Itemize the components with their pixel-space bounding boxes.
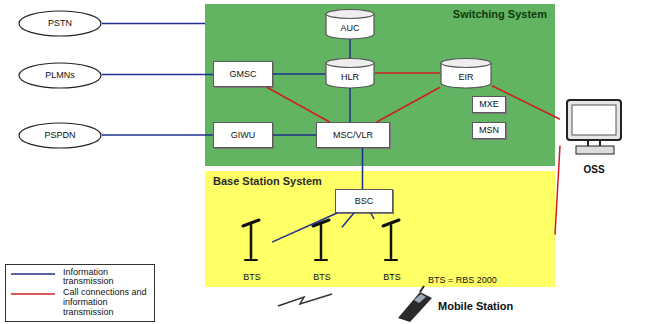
- information-line: [349, 39, 351, 58]
- node-label: HLR: [341, 72, 359, 82]
- antenna-mast: [320, 223, 323, 258]
- area-title: Base Station System: [205, 171, 555, 188]
- computer-icon: [567, 100, 621, 154]
- node-label: PSPDN: [44, 130, 75, 140]
- screen: [572, 105, 616, 135]
- legend-box: Information transmissionCall connections…: [5, 264, 155, 322]
- bts-antenna: [243, 220, 259, 260]
- information-line: [273, 134, 316, 136]
- bts-antenna: [313, 220, 329, 260]
- database-cylinder: AUC: [325, 9, 375, 39]
- controller-box: BSC: [335, 189, 393, 213]
- legend-line: [11, 294, 55, 296]
- radio-link-bolt: [278, 294, 332, 306]
- node-label: BTS: [383, 272, 401, 282]
- node-label: BTS: [243, 272, 261, 282]
- phone-aerial: [420, 286, 424, 292]
- antenna-base: [315, 259, 327, 261]
- call-connection-line: [375, 72, 440, 74]
- bts-antenna: [383, 220, 399, 260]
- legend-line-sample: [9, 289, 57, 299]
- monitor: [567, 100, 621, 140]
- information-line: [102, 23, 205, 25]
- network-ellipse: PSPDN: [18, 122, 102, 149]
- base-station-area: Base Station SystemBSC BTS BTS BTS: [205, 171, 555, 287]
- legend-row: Call connections and information transmi…: [9, 288, 151, 318]
- node-label: PSTN: [48, 18, 72, 28]
- phone-screen: [414, 294, 426, 303]
- computer-base: [576, 146, 614, 154]
- call-connection-line: [377, 87, 440, 122]
- switch-box: MSC/VLR: [316, 122, 390, 148]
- node-label: GIWU: [231, 130, 256, 140]
- service-box: MXE: [472, 96, 506, 113]
- network-ellipse: PLMNs: [18, 62, 102, 89]
- antenna-mast: [390, 223, 393, 258]
- information-line: [273, 73, 325, 75]
- node-label: GMSC: [230, 69, 257, 79]
- database-cylinder: HLR: [325, 58, 375, 88]
- area-title: Switching System: [205, 4, 555, 21]
- legend-text: Call connections and information transmi…: [63, 288, 149, 318]
- information-line: [349, 88, 351, 122]
- monitor-stand: [588, 140, 600, 146]
- information-line: [371, 213, 374, 219]
- legend-text: Information transmission: [63, 268, 149, 288]
- node-label: OSS: [583, 164, 604, 176]
- node-label: MSC/VLR: [333, 130, 373, 140]
- ellipse-outline: [19, 63, 101, 88]
- antenna-base: [245, 259, 257, 261]
- node-label: AUC: [340, 23, 359, 33]
- ellipse-outline: [19, 123, 101, 148]
- phone-body: [398, 292, 432, 322]
- switching-system-area: Switching SystemAUC GMSC HLR EIR MXE GIWU MSC/…: [205, 4, 555, 166]
- call-connection-line: [492, 86, 560, 119]
- antenna-base: [385, 259, 397, 261]
- node-label: MXE: [479, 99, 499, 109]
- call-connection-line: [266, 87, 329, 122]
- information-line: [342, 213, 354, 227]
- information-line: [102, 74, 213, 76]
- node-label: Mobile Station: [438, 300, 513, 313]
- legend-line: [11, 273, 55, 275]
- call-connection-line: [555, 146, 560, 235]
- legend-line-sample: [9, 269, 57, 279]
- cylinder-top: [326, 59, 374, 68]
- node-label: MSN: [479, 125, 499, 135]
- cylinder-top: [326, 10, 374, 19]
- network-ellipse: PSTN: [18, 10, 102, 37]
- node-label: EIR: [458, 72, 473, 82]
- information-line: [362, 148, 364, 189]
- switch-box: GMSC: [213, 61, 273, 87]
- information-line: [272, 213, 337, 242]
- antenna-mast: [250, 223, 253, 258]
- mobile-phone-icon: [398, 286, 432, 322]
- service-box: MSN: [472, 122, 506, 139]
- equipment-note: BTS = RBS 2000: [428, 275, 497, 285]
- node-label: BTS: [313, 272, 331, 282]
- database-cylinder: EIR: [440, 58, 492, 88]
- node-label: PLMNs: [45, 70, 75, 80]
- node-label: BSC: [355, 196, 374, 206]
- legend-row: Information transmission: [9, 268, 151, 288]
- information-line: [102, 134, 213, 136]
- ellipse-outline: [19, 11, 101, 36]
- note-wrap: BTS = RBS 2000: [428, 269, 497, 287]
- cylinder-top: [441, 59, 491, 68]
- interworking-box: GIWU: [213, 122, 273, 148]
